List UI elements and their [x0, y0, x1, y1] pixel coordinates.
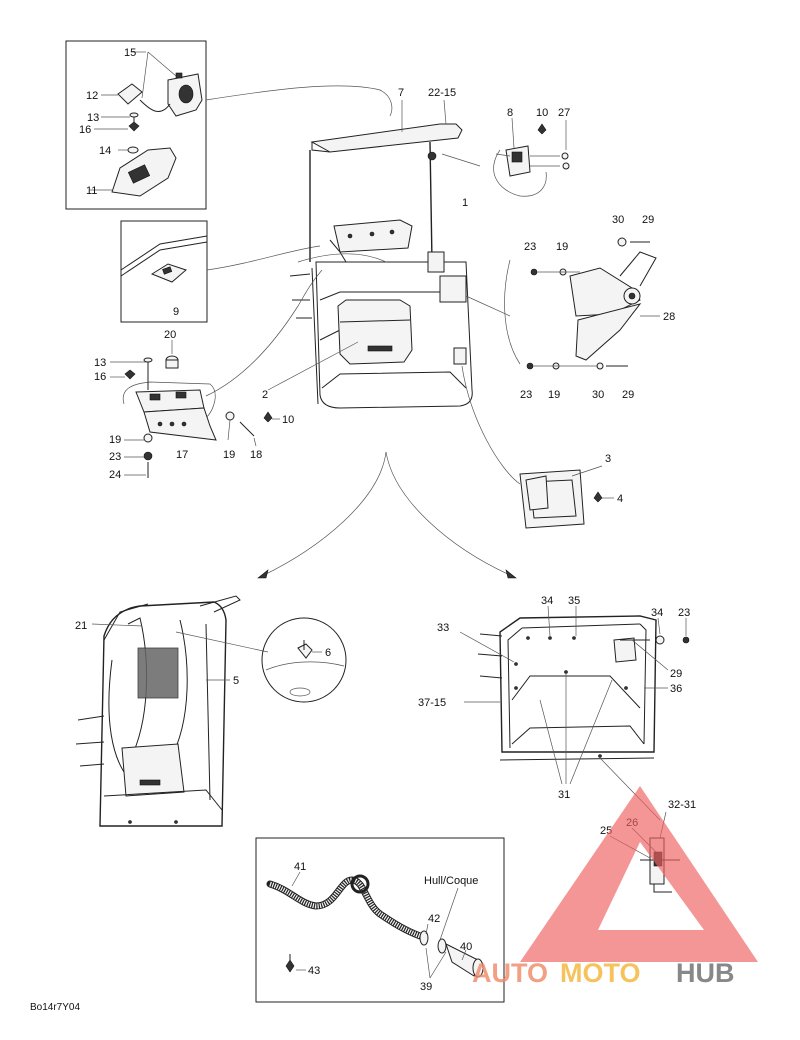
callout-4: 4 — [617, 493, 623, 505]
detail-circle-6 — [261, 617, 347, 703]
callout-18: 18 — [250, 449, 262, 461]
callout-35: 35 — [568, 595, 580, 607]
callout-11: 11 — [86, 185, 97, 197]
callout-34-top: 34 — [541, 595, 553, 607]
hull-label: Hull/Coque — [424, 875, 478, 887]
watermark-logo: AUTO MOTO HUB — [472, 786, 758, 988]
callout-15: 15 — [124, 47, 136, 59]
callout-14: 14 — [99, 145, 111, 157]
inset-switch-cover — [65, 40, 207, 210]
bracket-assembly — [110, 269, 323, 478]
callout-19-bottom: 19 — [548, 389, 560, 401]
callout-10-right: 10 — [282, 414, 294, 426]
callout-20: 20 — [164, 329, 176, 341]
callout-24: 24 — [109, 469, 121, 481]
callout-43: 43 — [308, 965, 320, 977]
callout-17: 17 — [176, 449, 188, 461]
callout-5: 5 — [233, 675, 239, 687]
branch-arrows — [257, 451, 517, 579]
callout-29-top: 29 — [642, 214, 654, 226]
callout-16: 16 — [79, 124, 91, 136]
watermark-hub: HUB — [676, 958, 735, 988]
figure-code: Bo14r7Y04 — [30, 1002, 80, 1013]
callout-29-bottom: 29 — [622, 389, 634, 401]
callout-13-lower: 13 — [94, 357, 106, 369]
callout-9: 9 — [173, 306, 179, 318]
callout-32-31: 32-31 — [668, 799, 696, 811]
callout-33: 33 — [437, 622, 449, 634]
callout-21: 21 — [75, 620, 87, 632]
callout-19-left: 19 — [109, 434, 121, 446]
bin-left-view — [75, 595, 269, 827]
inset-drain-hose — [255, 837, 505, 1003]
callout-30-bottom: 30 — [592, 389, 604, 401]
watermark-moto: MOTO — [560, 958, 641, 988]
callout-23-left: 23 — [109, 451, 121, 463]
callout-29-right: 29 — [670, 668, 682, 680]
callout-3: 3 — [605, 453, 611, 465]
callout-16-lower: 16 — [94, 371, 106, 383]
hinge-assembly — [465, 237, 660, 370]
callout-28: 28 — [663, 311, 675, 323]
callout-23-top: 23 — [524, 241, 536, 253]
callout-41: 41 — [294, 861, 306, 873]
callout-12: 12 — [86, 90, 98, 102]
trim-frame — [461, 365, 614, 529]
callout-39: 39 — [420, 981, 432, 993]
bin-right-view — [459, 605, 690, 821]
callout-6: 6 — [325, 647, 331, 659]
storage-bin-assembly — [267, 99, 473, 409]
callout-40: 40 — [460, 941, 472, 953]
callout-31: 31 — [558, 789, 570, 801]
callout-1: 1 — [462, 197, 468, 209]
callout-34-right: 34 — [651, 607, 663, 619]
watermark-auto: AUTO — [472, 958, 548, 988]
callout-23-bottom: 23 — [520, 389, 532, 401]
inset-light — [120, 220, 321, 323]
callout-8: 8 — [507, 107, 513, 119]
callout-13: 13 — [87, 112, 99, 124]
callout-27: 27 — [558, 107, 570, 119]
callout-22-15: 22-15 — [428, 87, 456, 99]
callout-19-right: 19 — [223, 449, 235, 461]
callout-42: 42 — [428, 913, 440, 925]
callout-19-top: 19 — [556, 241, 568, 253]
callout-7: 7 — [398, 87, 404, 99]
latch-parts — [441, 117, 570, 197]
callout-36: 36 — [670, 683, 682, 695]
callout-10-top: 10 — [536, 107, 548, 119]
callout-23-right: 23 — [678, 607, 690, 619]
leader-inset1 — [205, 85, 393, 117]
callout-2: 2 — [262, 389, 268, 401]
callout-30-top: 30 — [612, 214, 624, 226]
callout-37-15: 37-15 — [418, 697, 446, 709]
